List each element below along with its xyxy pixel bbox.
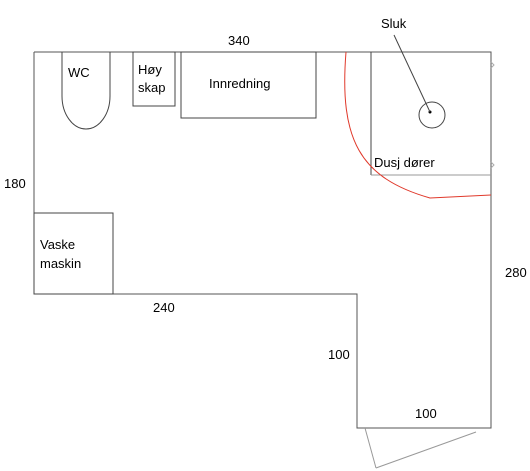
label-washer-1: Vaske [40,237,75,252]
label-vanity: Innredning [209,76,270,91]
drain-leader [393,34,431,113]
dim-mid-width: 240 [153,300,175,315]
corner-pin-top [490,61,495,69]
corner-pin-bottom [490,161,495,169]
label-tall-cabinet-2: skap [138,80,165,95]
door-swing [364,427,477,469]
tall-cabinet [132,51,176,107]
vanity-unit [180,51,317,119]
dim-corridor-height: 100 [328,347,350,362]
dim-right-height: 280 [505,265,527,280]
label-drain: Sluk [381,16,407,31]
label-wc: WC [68,65,90,80]
drain-circle [418,101,446,129]
label-shower-doors: Dusj dører [374,155,435,170]
dim-bottom-width: 100 [415,406,437,421]
shower-curve [344,51,492,199]
label-washer-2: maskin [40,256,81,271]
dim-top-width: 340 [228,33,250,48]
label-tall-cabinet-1: Høy [138,62,162,77]
room-outline [33,51,492,429]
wc-bowl [61,52,111,130]
washing-machine [33,212,114,295]
dim-left-height: 180 [4,176,26,191]
